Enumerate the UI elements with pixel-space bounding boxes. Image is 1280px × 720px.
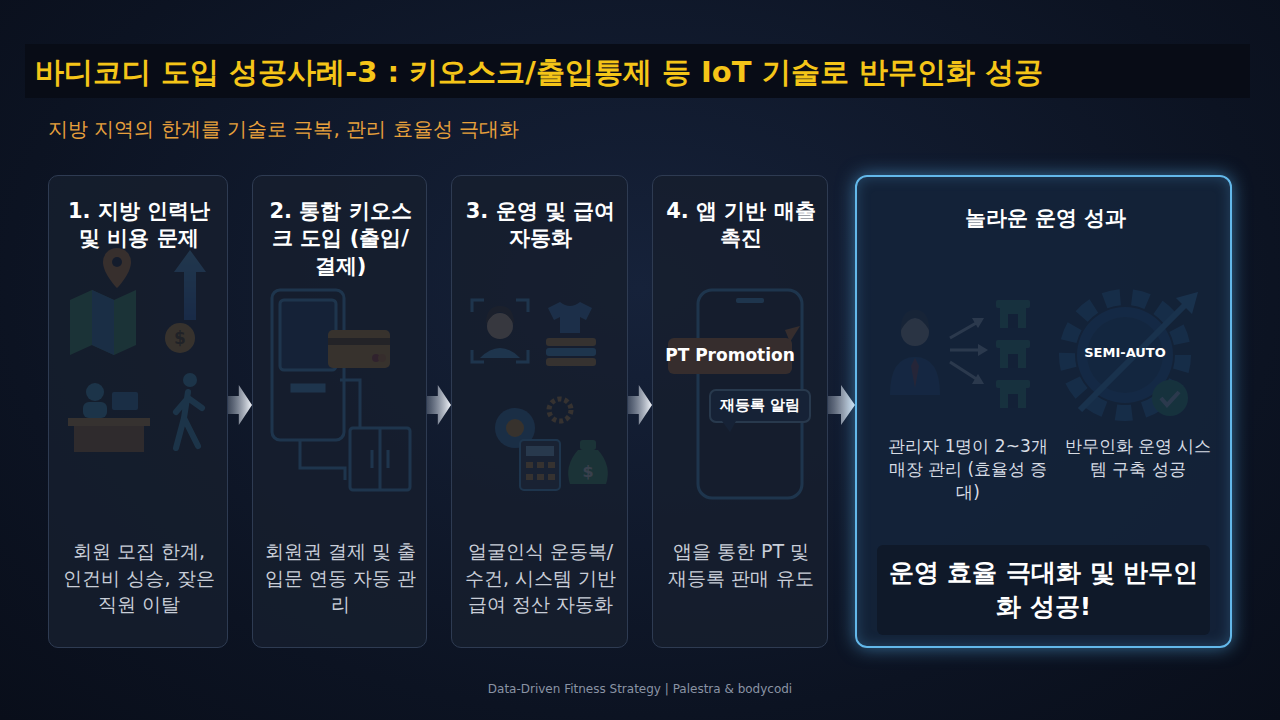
box-body: 반무인화 운영 시스템 구축 성공 [1062,435,1214,481]
arrow-shape [427,385,451,425]
box-body: 얼굴인식 운동복/수건, 시스템 기반 급여 정산 자동화 [460,538,621,618]
box-body: 회원권 결제 및 출입문 연동 자동 관리 [263,538,418,618]
arrow-shape [828,385,855,425]
flow-arrow [427,385,451,425]
step-box: 2. 통합 키오스크 도입 (출입/결제) 회원권 결제 및 출입문 연동 자동 … [252,175,427,648]
flow-arrow [228,385,252,425]
step-box: 1. 지방 인력난 및 비용 문제회원 모집 한계, 인건비 싱승, 잦은 직원… [48,175,228,648]
flow-arrow [828,385,855,425]
box-body: 회원 모집 한계, 인건비 싱승, 잦은 직원 이탈 [61,538,217,618]
box-heading: 3. 운영 및 급여 자동화 [462,198,619,253]
arrow-shape [628,385,652,425]
subtitle: 지방 지역의 한계를 기술로 극복, 관리 효율성 극대화 [48,116,519,143]
result-banner: 운영 효율 극대화 및 반무인화 성공! [877,545,1210,635]
gear-label: SEMI-AUTO [1084,345,1166,360]
box-heading: 1. 지방 인력난 및 비용 문제 [64,198,214,253]
box-heading: 놀라운 운영 성과 [897,205,1194,232]
box-body: 관리자 1명이 2~3개 매장 관리 (효율성 증대) [879,435,1057,504]
title: 바디코디 도입 성공사례-3 : 키오스크/출입통제 등 IoT 기술로 반무인… [35,53,1043,93]
box-body: 앱을 통한 PT 및 재등록 판매 유도 [663,538,819,591]
reminder-label: 재등록 알림 [720,396,800,415]
arrow-shape [228,385,252,425]
box-heading: 2. 통합 키오스크 도입 (출입/결제) [263,198,418,280]
step-box: 3. 운영 및 급여 자동화얼굴인식 운동복/수건, 시스템 기반 급여 정산 … [451,175,628,648]
box-heading: 운영 효율 극대화 및 반무인화 성공! [877,556,1210,624]
result-panel: 놀라운 운영 성과관리자 1명이 2~3개 매장 관리 (효율성 증대)반무인화… [855,175,1232,648]
title-band: 바디코디 도입 성공사례-3 : 키오스크/출입통제 등 IoT 기술로 반무인… [25,44,1250,98]
box-heading: 4. 앱 기반 매출 촉진 [663,198,819,253]
flow-arrow [628,385,652,425]
footer: Data-Driven Fitness Strategy | Palestra … [488,682,792,696]
promo-label: PT Promotion [665,345,795,365]
